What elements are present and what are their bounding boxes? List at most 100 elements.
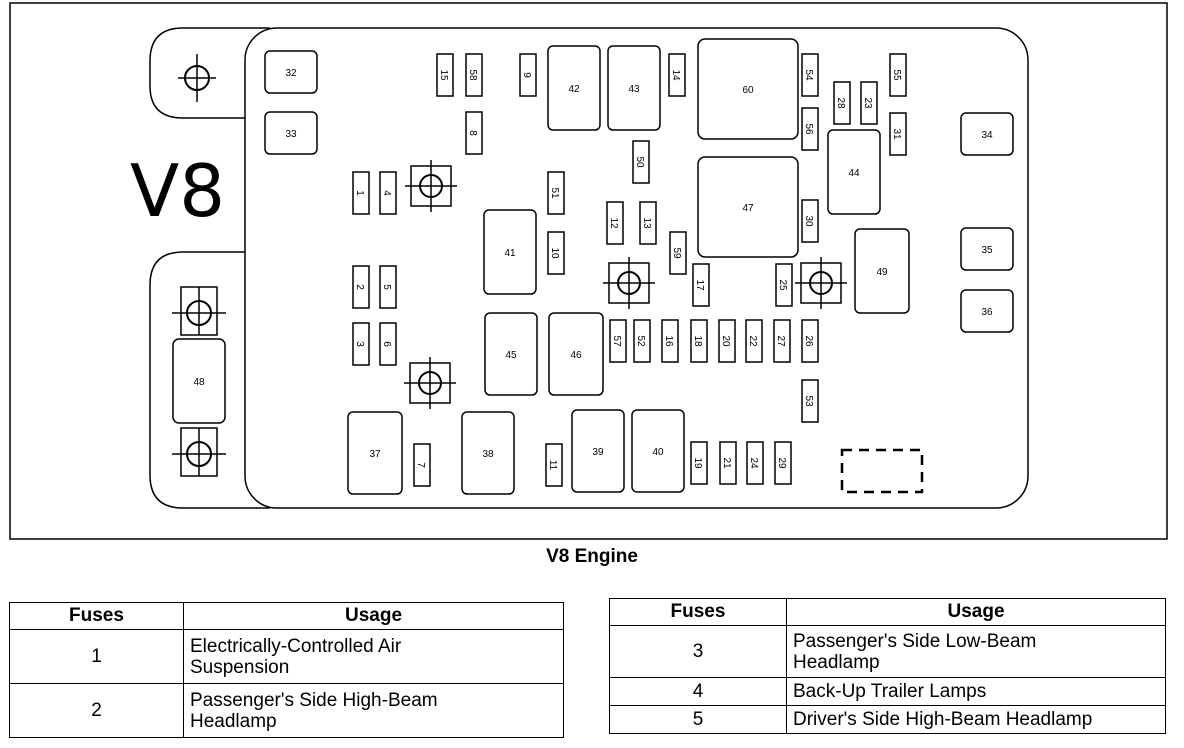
fuse-21: 21 (719, 441, 737, 485)
fuse-number-cell: 3 (609, 625, 787, 678)
relay-34: 34 (960, 112, 1014, 156)
relay-47: 47 (697, 156, 799, 258)
mounting-hole-icon (178, 54, 216, 102)
svg-text:53: 53 (803, 395, 814, 407)
fuse-2: 2 (352, 265, 370, 309)
fuse-9: 9 (519, 53, 537, 97)
relay-44: 44 (827, 129, 881, 215)
fuse-53: 53 (801, 379, 819, 423)
svg-text:10: 10 (549, 247, 560, 259)
svg-text:35: 35 (981, 245, 993, 256)
table-row: 5 Driver's Side High-Beam Headlamp (609, 705, 1166, 734)
fuse-57: 57 (609, 319, 627, 363)
svg-text:27: 27 (775, 335, 786, 347)
svg-text:52: 52 (635, 335, 646, 347)
fuse-59: 59 (669, 231, 687, 275)
svg-text:49: 49 (876, 267, 888, 278)
svg-text:23: 23 (862, 97, 873, 109)
fuse-14: 14 (668, 53, 686, 97)
relay-40: 40 (631, 409, 685, 493)
relay-48: 48 (172, 338, 226, 424)
fuse-number-cell: 5 (609, 705, 787, 734)
column-header-usage: Usage (786, 598, 1166, 626)
fuse-26: 26 (801, 319, 819, 363)
svg-text:29: 29 (776, 457, 787, 469)
svg-text:6: 6 (381, 341, 392, 347)
fuse-27: 27 (773, 319, 791, 363)
relay-38: 38 (461, 411, 515, 495)
svg-text:28: 28 (835, 97, 846, 109)
svg-text:42: 42 (568, 84, 580, 95)
svg-text:13: 13 (641, 217, 652, 229)
fuse-11: 11 (545, 443, 563, 487)
fuse-number-cell: 2 (9, 683, 184, 738)
stud-bolt-icon (603, 257, 655, 309)
megafuse-stud-bottom (172, 427, 226, 477)
svg-text:58: 58 (467, 69, 478, 81)
fuse-5: 5 (379, 265, 397, 309)
svg-text:39: 39 (592, 447, 604, 458)
svg-text:44: 44 (848, 168, 860, 179)
svg-text:43: 43 (628, 84, 640, 95)
fuse-20: 20 (718, 319, 736, 363)
fuse-15: 15 (436, 53, 454, 97)
svg-text:32: 32 (285, 68, 297, 79)
fuse-10: 10 (547, 231, 565, 275)
svg-text:54: 54 (803, 69, 814, 81)
svg-text:56: 56 (803, 123, 814, 135)
svg-text:19: 19 (692, 457, 703, 469)
svg-text:15: 15 (438, 69, 449, 81)
outer-frame (9, 2, 1168, 540)
svg-text:2: 2 (354, 284, 365, 290)
svg-text:9: 9 (521, 72, 532, 78)
svg-text:36: 36 (981, 307, 993, 318)
svg-text:4: 4 (381, 190, 392, 196)
svg-text:7: 7 (415, 462, 426, 468)
svg-text:45: 45 (505, 350, 517, 361)
svg-text:20: 20 (720, 335, 731, 347)
fuse-58: 58 (465, 53, 483, 97)
usage-cell: Back-Up Trailer Lamps (786, 677, 1166, 706)
relay-49: 49 (854, 228, 910, 314)
empty-position (840, 448, 924, 494)
svg-text:33: 33 (285, 129, 297, 140)
fuse-8: 8 (465, 111, 483, 155)
svg-text:21: 21 (721, 457, 732, 469)
table-header-row: Fuses Usage (609, 598, 1166, 626)
fuse-56: 56 (801, 107, 819, 151)
svg-text:48: 48 (193, 377, 205, 388)
fuse-box-diagram: V8 48 (9, 2, 1168, 540)
side-label: V8 (130, 149, 225, 233)
fuse-54: 54 (801, 53, 819, 97)
fuse-25: 25 (775, 263, 793, 307)
fuse-4: 4 (379, 171, 397, 215)
fuse-22: 22 (745, 319, 763, 363)
fuse-18: 18 (690, 319, 708, 363)
stud-bolt-icon (795, 257, 847, 309)
mounting-tab-upper (149, 27, 270, 119)
relay-32: 32 (264, 50, 318, 94)
svg-text:5: 5 (381, 284, 392, 290)
relay-60: 60 (697, 38, 799, 140)
svg-text:37: 37 (369, 449, 381, 460)
relay-39: 39 (571, 409, 625, 493)
relay-41: 41 (483, 209, 537, 295)
fuse-17: 17 (692, 263, 710, 307)
svg-text:14: 14 (670, 69, 681, 81)
fuse-16: 16 (661, 319, 679, 363)
fuse-55: 55 (889, 53, 907, 97)
svg-text:12: 12 (608, 217, 619, 229)
mounting-tab-lower (149, 251, 270, 509)
fuse-52: 52 (633, 319, 651, 363)
svg-text:31: 31 (891, 128, 902, 140)
fuse-19: 19 (690, 441, 708, 485)
fuse-7: 7 (413, 443, 431, 487)
fuse-1: 1 (352, 171, 370, 215)
fuse-usage-table-left: Fuses Usage 1 Electrically-Controlled Ai… (9, 602, 564, 738)
